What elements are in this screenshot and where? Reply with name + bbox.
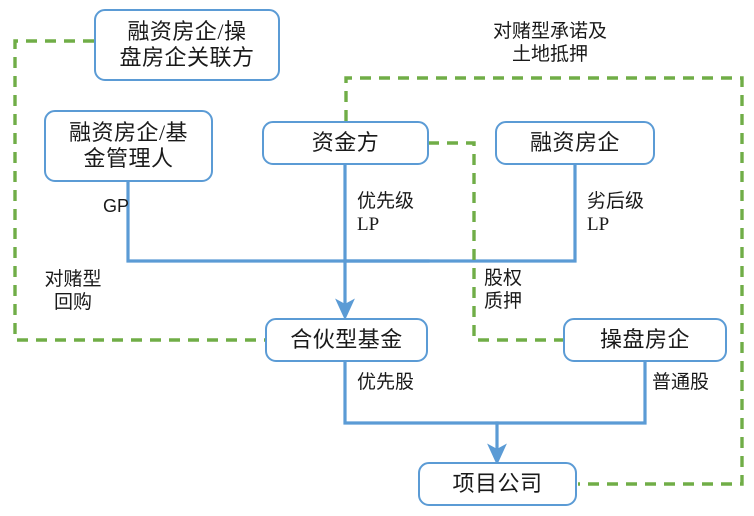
edge-label-common-share: 普通股 [652,372,710,393]
edge-label-gp: GP [102,196,129,216]
node-partnership-fund[interactable]: 合伙型基金 [265,318,428,362]
node-operating-developer[interactable]: 操盘房企 [563,318,727,362]
node-project-company[interactable]: 项目公司 [418,462,577,506]
edge-label-preferred-share: 优先股 [357,372,415,393]
connector-common-share [495,360,647,425]
connector-vam-repurchase [13,39,265,342]
edge-label-equity-pledge: 股权 质押 [484,268,523,312]
node-fund-manager[interactable]: 融资房企/基 金管理人 [44,110,213,182]
node-related-party[interactable]: 融资房企/操 盘房企关联方 [94,9,280,81]
connector-vam-commitment [344,76,744,486]
connector-gp [126,180,430,263]
edge-label-senior-lp: 优先级 LP [357,191,415,235]
node-capital-party[interactable]: 资金方 [262,121,429,165]
connector-preferred-share [343,360,499,425]
connector-junior-lp [343,162,577,263]
node-financing-developer[interactable]: 融资房企 [495,121,655,165]
edge-label-junior-lp: 劣后级 LP [587,191,645,235]
connector-equity-pledge [428,141,563,342]
edge-label-vam-commitment: 对赌型承诺及 土地抵押 [492,21,607,65]
edge-label-vam-repurchase: 对赌型 回购 [44,269,102,313]
